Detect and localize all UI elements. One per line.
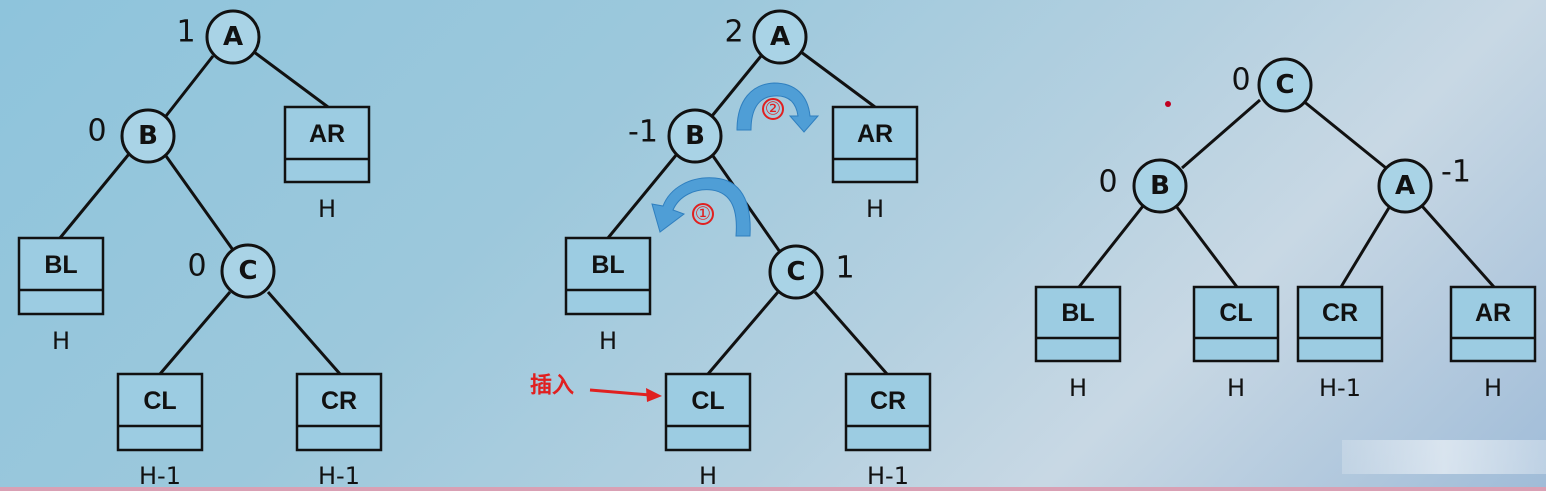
subtree-cl-height: H-1 bbox=[139, 462, 181, 490]
subtree-bl-label: BL bbox=[1061, 299, 1094, 327]
node-b: B 0 bbox=[1098, 158, 1188, 214]
subtree-cl: CL H bbox=[664, 372, 752, 490]
node-b-label: B bbox=[138, 121, 158, 151]
subtree-cl-label: CL bbox=[691, 387, 724, 415]
edge-a-ar bbox=[1420, 205, 1496, 288]
node-a-label: A bbox=[223, 22, 243, 52]
subtree-bl: BL H bbox=[564, 236, 652, 355]
edge-b-bl bbox=[606, 153, 679, 239]
subtree-cr: CR H-1 bbox=[295, 372, 383, 490]
subtree-ar-height: H bbox=[866, 195, 884, 223]
subtree-cl-label: CL bbox=[1219, 299, 1252, 327]
rotation-arrow-1: ① bbox=[651, 177, 751, 237]
insert-arrow-head bbox=[646, 388, 662, 402]
tree-1: A 1 B 0 C 0 AR H BL H CL H- bbox=[17, 9, 383, 490]
edge-a-cr bbox=[1339, 205, 1392, 288]
node-a-label: A bbox=[770, 22, 790, 52]
subtree-cr-label: CR bbox=[1322, 299, 1358, 327]
edge-a-b bbox=[710, 55, 763, 117]
step-2-marker bbox=[762, 98, 784, 120]
node-a-balance-factor: -1 bbox=[1441, 155, 1471, 190]
edge-c-cr bbox=[266, 291, 342, 375]
node-a-balance-factor: 2 bbox=[724, 15, 743, 50]
subtree-ar-label: AR bbox=[857, 120, 893, 148]
bottom-accent-bar bbox=[0, 487, 1546, 491]
subtree-cr-label: CR bbox=[870, 387, 906, 415]
subtree-cr-height: H-1 bbox=[867, 462, 909, 490]
insert-annotation: 插入 bbox=[530, 374, 662, 402]
tree-2: ① ② A 2 B -1 C 1 AR H bbox=[530, 9, 932, 490]
node-b-balance-factor: -1 bbox=[628, 115, 658, 150]
pointer-dot bbox=[1165, 101, 1171, 107]
subtree-ar-height: H bbox=[318, 195, 336, 223]
subtree-ar-label: AR bbox=[309, 120, 345, 148]
edge-a-b bbox=[164, 55, 215, 117]
node-a: A -1 bbox=[1377, 155, 1471, 214]
subtree-bl: BL H bbox=[17, 236, 105, 355]
edge-a-ar bbox=[800, 50, 876, 109]
edge-c-cl bbox=[158, 291, 232, 375]
node-c: C 0 bbox=[1231, 57, 1313, 113]
edge-b-bl bbox=[58, 153, 131, 239]
watermark-blur bbox=[1342, 440, 1546, 474]
node-c-label: C bbox=[238, 256, 257, 286]
subtree-cl: CL H bbox=[1192, 285, 1280, 402]
edge-b-cl bbox=[1174, 205, 1239, 288]
node-c-label: C bbox=[1275, 70, 1294, 100]
subtree-cl-height: H bbox=[1227, 374, 1245, 402]
subtree-cr-height: H-1 bbox=[1319, 374, 1361, 402]
step-1-label: ① bbox=[695, 204, 711, 225]
tree-3: C 0 B 0 A -1 BL H CL H CR H bbox=[1034, 57, 1537, 402]
node-a-balance-factor: 1 bbox=[176, 15, 195, 50]
subtree-cl-height: H bbox=[699, 462, 717, 490]
subtree-ar: AR H bbox=[283, 105, 371, 223]
node-c-balance-factor: 0 bbox=[187, 249, 206, 284]
edge-b-bl bbox=[1077, 205, 1145, 288]
edge-c-b bbox=[1181, 98, 1261, 170]
edge-c-a bbox=[1301, 98, 1387, 170]
subtree-cr-label: CR bbox=[321, 387, 357, 415]
subtree-cr: CR H-1 bbox=[1296, 285, 1384, 402]
node-b: B -1 bbox=[628, 108, 723, 164]
node-c: C 0 bbox=[187, 243, 276, 299]
subtree-ar: AR H bbox=[1449, 285, 1537, 402]
edge-b-c bbox=[164, 155, 235, 251]
node-b-label: B bbox=[1150, 171, 1170, 201]
node-a: A 1 bbox=[176, 9, 261, 65]
node-b: B 0 bbox=[87, 108, 176, 164]
subtree-cr-height: H-1 bbox=[318, 462, 360, 490]
subtree-ar: AR H bbox=[831, 105, 919, 223]
node-c-label: C bbox=[786, 257, 805, 287]
edge-a-ar bbox=[253, 50, 329, 109]
subtree-cl: CL H-1 bbox=[116, 372, 204, 490]
node-c-balance-factor: 0 bbox=[1231, 63, 1250, 98]
subtree-bl-height: H bbox=[599, 327, 617, 355]
subtree-ar-label: AR bbox=[1475, 299, 1511, 327]
insert-arrow-shaft bbox=[589, 388, 651, 397]
subtree-bl: BL H bbox=[1034, 285, 1122, 402]
rotation-arrow-2: ② bbox=[736, 82, 820, 133]
node-c: C 1 bbox=[768, 244, 855, 300]
edge-c-cl bbox=[706, 291, 780, 375]
subtree-cr: CR H-1 bbox=[844, 372, 932, 490]
step-2-label: ② bbox=[765, 99, 781, 120]
edge-c-cr bbox=[813, 291, 889, 375]
node-b-label: B bbox=[685, 121, 705, 151]
node-b-balance-factor: 0 bbox=[87, 114, 106, 149]
subtree-bl-height: H bbox=[52, 327, 70, 355]
node-c-balance-factor: 1 bbox=[835, 251, 854, 286]
node-a: A 2 bbox=[724, 9, 808, 65]
subtree-bl-label: BL bbox=[44, 251, 77, 279]
subtree-ar-height: H bbox=[1484, 374, 1502, 402]
node-a-label: A bbox=[1395, 171, 1415, 201]
subtree-cl-label: CL bbox=[143, 387, 176, 415]
subtree-bl-height: H bbox=[1069, 374, 1087, 402]
subtree-bl-label: BL bbox=[591, 251, 624, 279]
step-1-marker bbox=[692, 203, 714, 225]
insert-label: 插入 bbox=[530, 374, 574, 399]
node-b-balance-factor: 0 bbox=[1098, 165, 1117, 200]
